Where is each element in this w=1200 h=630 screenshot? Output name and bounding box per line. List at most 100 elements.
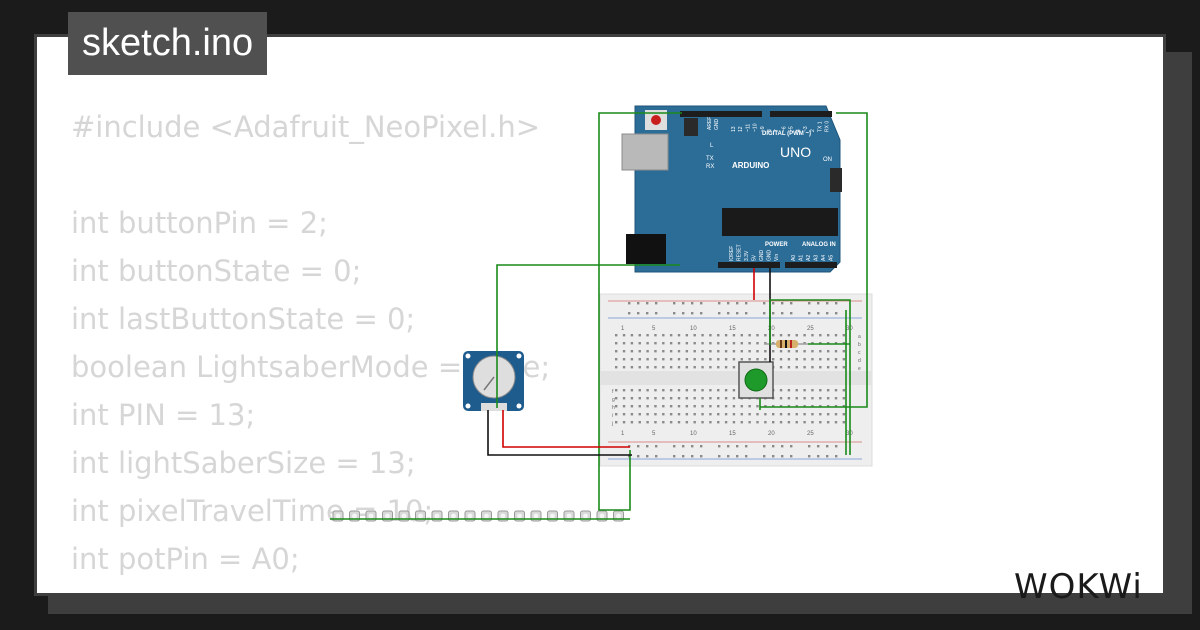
- arduino-uno[interactable]: AREF GND DIGITAL (PWM ~) L TX RX UNO ARD…: [621, 105, 842, 273]
- breadboard-hole: [685, 389, 689, 392]
- breadboard-hole: [622, 405, 626, 408]
- breadboard-hole: [724, 366, 728, 369]
- wire-green-pot: [496, 264, 680, 408]
- breadboard-hole: [682, 455, 685, 458]
- breadboard-hole: [701, 397, 704, 400]
- breadboard-hole: [662, 366, 665, 369]
- power-header: [718, 262, 780, 268]
- breadboard-hole: [826, 350, 830, 353]
- breadboard-hole: [808, 302, 811, 305]
- breadboard-hole: [795, 413, 798, 416]
- breadboard-hole: [693, 366, 696, 369]
- breadboard-hole: [685, 334, 689, 337]
- breadboard-hole: [727, 312, 730, 315]
- breadboard-hole: [772, 455, 775, 458]
- pin-label: A1: [799, 255, 805, 261]
- breadboard-hole: [748, 358, 751, 361]
- bb-col-1: 1: [621, 326, 625, 332]
- breadboard-hole: [724, 421, 728, 424]
- wire-green-left: [598, 112, 682, 511]
- breadboard-hole: [630, 413, 634, 416]
- neopixel-led-core: [517, 513, 522, 519]
- breadboard-hole: [615, 421, 618, 424]
- breadboard-hole: [842, 366, 846, 369]
- breadboard-hole: [709, 342, 712, 345]
- reset-button-cap[interactable]: [651, 115, 661, 125]
- resistor: [764, 340, 808, 348]
- breadboard-hole: [701, 421, 704, 424]
- neopixel-led-core: [583, 513, 588, 519]
- breadboard-hole: [677, 421, 681, 424]
- breadboard-hole: [732, 350, 736, 353]
- breadboard-hole: [772, 421, 775, 424]
- neopixel-led-core: [533, 513, 539, 519]
- breadboard-hole: [677, 366, 681, 369]
- breadboard-hole: [662, 342, 665, 345]
- pin-label: A0: [791, 255, 797, 261]
- breadboard-hole: [795, 350, 798, 353]
- breadboard-hole: [622, 358, 626, 361]
- rx-led-label: RX: [706, 164, 714, 170]
- bb-col-5-bottom: 5: [652, 431, 656, 437]
- breadboard-hole: [834, 366, 838, 369]
- breadboard-hole: [654, 389, 657, 392]
- pin-label: GND: [767, 250, 773, 262]
- breadboard-hole: [646, 342, 649, 345]
- breadboard-hole: [628, 302, 631, 305]
- breadboard-hole: [826, 421, 830, 424]
- breadboard-hole: [638, 389, 641, 392]
- breadboard-hole: [835, 455, 838, 458]
- breadboard-hole: [732, 413, 736, 416]
- breadboard-hole: [745, 455, 748, 458]
- breadboard-hole: [717, 358, 720, 361]
- breadboard-hole: [615, 405, 618, 408]
- breadboard-hole: [740, 334, 743, 337]
- breadboard-hole: [819, 350, 822, 353]
- breadboard-hole: [654, 342, 657, 345]
- breadboard-hole: [709, 366, 712, 369]
- breadboard-hole: [685, 350, 689, 353]
- breadboard-hole: [795, 389, 798, 392]
- breadboard-hole: [717, 334, 720, 337]
- breadboard-hole: [790, 455, 793, 458]
- pin-label: RX 0: [825, 121, 831, 132]
- breadboard-hole: [677, 342, 681, 345]
- neopixel-led-core: [401, 513, 407, 519]
- neopixel-led-core: [451, 513, 456, 519]
- potentiometer[interactable]: [463, 351, 524, 411]
- icsp-header: [684, 118, 698, 136]
- breadboard-hole: [764, 358, 767, 361]
- wires: [330, 112, 868, 520]
- wokwi-logo-text: WOKWi: [1014, 567, 1143, 607]
- breadboard-hole: [673, 302, 676, 305]
- bb-col-25: 25: [807, 326, 814, 332]
- pin-label: A4: [821, 255, 827, 261]
- breadboard-hole: [763, 455, 766, 458]
- breadboard-hole: [756, 413, 759, 416]
- breadboard-hole: [727, 455, 730, 458]
- breadboard-hole: [709, 350, 712, 353]
- breadboard-hole: [779, 389, 783, 392]
- breadboard-hole: [700, 455, 703, 458]
- breadboard-hole: [779, 421, 783, 424]
- neopixel-led-core: [418, 513, 423, 519]
- breadboard-hole: [772, 350, 775, 353]
- breadboard-hole: [615, 342, 618, 345]
- breadboard-hole: [732, 397, 736, 400]
- breadboard-hole: [654, 358, 657, 361]
- pin-label: 13: [731, 126, 737, 132]
- breadboard-hole: [803, 389, 806, 392]
- breadboard-hole: [826, 445, 829, 448]
- bb-row-e: e: [858, 366, 861, 372]
- bb-row-i: i: [612, 413, 613, 419]
- push-button[interactable]: [738, 361, 774, 399]
- breadboard-hole: [811, 421, 814, 424]
- breadboard-hole: [779, 366, 783, 369]
- breadboard-hole: [700, 445, 703, 448]
- breadboard-hole: [622, 389, 626, 392]
- breadboard-hole: [646, 397, 649, 400]
- pin-label: 4: [796, 129, 802, 132]
- breadboard-hole: [685, 405, 689, 408]
- breadboard-hole: [834, 350, 838, 353]
